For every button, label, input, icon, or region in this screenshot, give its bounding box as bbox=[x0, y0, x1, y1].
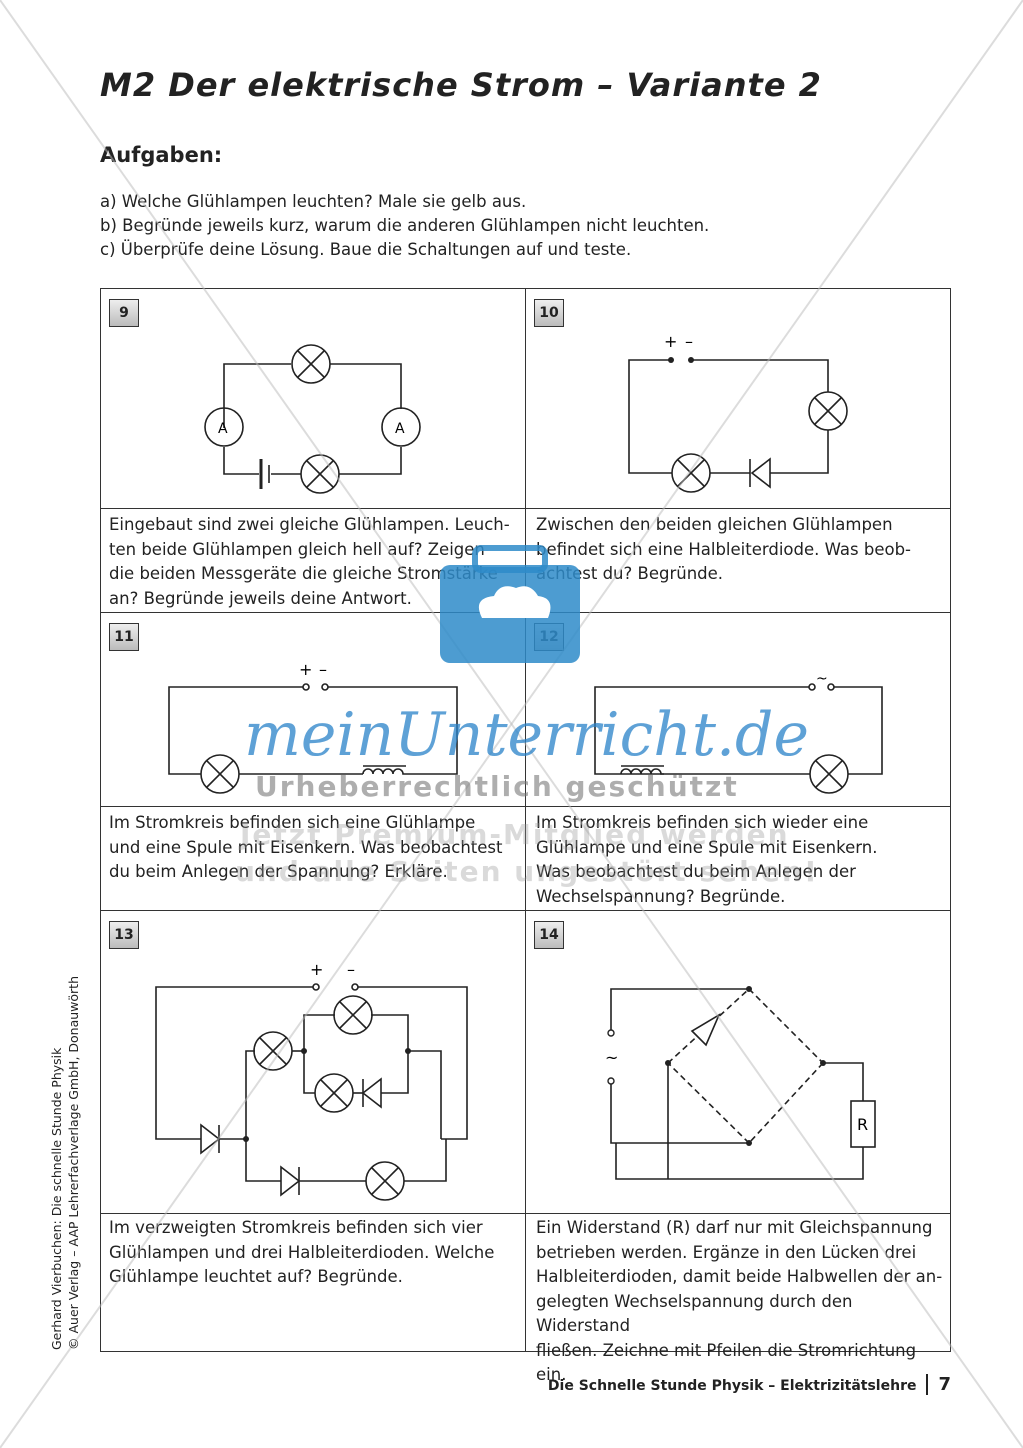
exercise-text: Eingebaut sind zwei gleiche Glühlampen. … bbox=[109, 513, 510, 611]
cell-10-diagram: 10 + – bbox=[525, 288, 951, 509]
task-b: b) Begründe jeweils kurz, warum die ande… bbox=[100, 216, 710, 235]
exercise-text: Im verzweigten Stromkreis befinden sich … bbox=[109, 1216, 494, 1290]
cell-9-diagram: 9 A A bbox=[100, 288, 526, 509]
exercise-text: Ein Widerstand (R) darf nur mit Gleichsp… bbox=[536, 1216, 950, 1388]
cell-13-diagram: 13 + – bbox=[100, 910, 526, 1214]
ac-label: ~ bbox=[605, 1048, 618, 1067]
task-c: c) Überprüfe deine Lösung. Baue die Scha… bbox=[100, 240, 632, 259]
watermark-brand: meinUnterricht.de bbox=[244, 700, 809, 770]
ammeter-label: A bbox=[395, 421, 405, 437]
page-title: M2 Der elektrische Strom – Variante 2 bbox=[100, 66, 822, 104]
text-line: Zwischen den beiden gleichen Glühlampen bbox=[536, 515, 893, 534]
cell-9-text: Eingebaut sind zwei gleiche Glühlampen. … bbox=[100, 508, 526, 613]
text-line: Halbleiterdioden, damit beide Halbwellen… bbox=[536, 1267, 943, 1286]
watermark-premium-2: und alle Seiten ungestört sehen! bbox=[235, 855, 819, 888]
cell-13-text: Im verzweigten Stromkreis befinden sich … bbox=[100, 1213, 526, 1352]
text-line: Ein Widerstand (R) darf nur mit Gleichsp… bbox=[536, 1218, 933, 1237]
text-line: an? Begründe jeweils deine Antwort. bbox=[109, 588, 412, 608]
text-line: Im verzweigten Stromkreis befinden sich … bbox=[109, 1218, 483, 1237]
cell-10-text: Zwischen den beiden gleichen Glühlampen … bbox=[525, 508, 951, 613]
watermark-copyright: Urheberrechtlich geschützt bbox=[255, 770, 739, 803]
page-footer: Die Schnelle Stunde Physik – Elektrizitä… bbox=[548, 1374, 951, 1395]
text-line: Glühlampe leuchtet auf? Begründe. bbox=[109, 1267, 403, 1286]
page-number: 7 bbox=[926, 1374, 951, 1395]
ammeter-label: A bbox=[218, 421, 228, 437]
text-line: achtest du? Begründe. bbox=[536, 564, 724, 583]
circuit-14: ~ R bbox=[605, 986, 876, 1180]
credit-line: Gerhard Vierbuchen: Die schnelle Stunde … bbox=[49, 1047, 64, 1350]
credit-line: © Auer Verlag – AAP Lehrerfachverlage Gm… bbox=[66, 975, 81, 1350]
minus-label: – bbox=[685, 332, 693, 351]
minus-label: – bbox=[319, 660, 327, 679]
text-line: die beiden Messgeräte die gleiche Stroms… bbox=[109, 564, 498, 583]
watermark-premium: Jetzt Premium-Mitglied werden bbox=[240, 818, 790, 851]
task-a: a) Welche Glühlampen leuchten? Male sie … bbox=[100, 192, 527, 211]
plus-label: + bbox=[310, 960, 323, 979]
text-line: Eingebaut sind zwei gleiche Glühlampen. … bbox=[109, 515, 510, 534]
tasks-heading: Aufgaben: bbox=[100, 143, 223, 167]
minus-label: – bbox=[347, 960, 355, 979]
plus-label: + bbox=[664, 332, 677, 351]
ac-label: ~ bbox=[816, 671, 828, 687]
text-line: befindet sich eine Halbleiterdiode. Was … bbox=[536, 539, 911, 559]
exercise-text: Zwischen den beiden gleichen Glühlampen … bbox=[536, 513, 911, 587]
circuit-9: A A bbox=[204, 344, 421, 494]
cell-14-diagram: 14 ~ R bbox=[525, 910, 951, 1214]
footer-text: Die Schnelle Stunde Physik – Elektrizitä… bbox=[547, 1378, 917, 1394]
task-list: a) Welche Glühlampen leuchten? Male sie … bbox=[100, 190, 709, 262]
cell-14-text: Ein Widerstand (R) darf nur mit Gleichsp… bbox=[525, 1213, 951, 1384]
text-line: betrieben werden. Ergänze in den Lücken … bbox=[536, 1242, 917, 1262]
circuit-10: + – bbox=[628, 332, 848, 493]
circuit-13: + – bbox=[155, 960, 468, 1201]
text-line: ten beide Glühlampen gleich hell auf? Ze… bbox=[109, 539, 485, 559]
text-line: Glühlampen und drei Halbleiterdioden. We… bbox=[109, 1242, 495, 1262]
author-credit: Gerhard Vierbuchen: Die schnelle Stunde … bbox=[48, 976, 82, 1350]
plus-label: + bbox=[299, 660, 312, 679]
resistor-label: R bbox=[857, 1115, 868, 1134]
text-line: Wechselspannung? Begründe. bbox=[536, 886, 786, 906]
text-line: gelegten Wechselspannung durch den Wider… bbox=[536, 1291, 853, 1336]
